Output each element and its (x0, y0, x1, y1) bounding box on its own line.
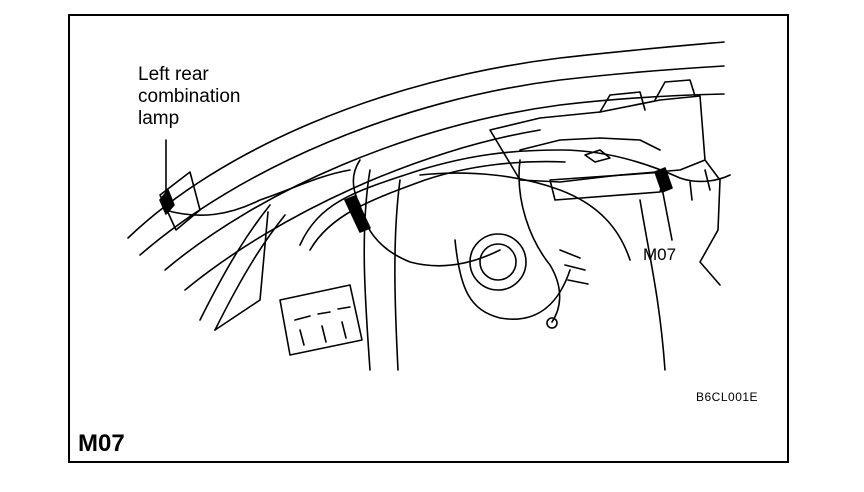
connector-callout: M07 (643, 245, 677, 264)
lamp-callout-line3: lamp (138, 108, 180, 129)
figure-code: B6CL001E (696, 390, 759, 404)
diagram-title: M07 (78, 430, 125, 457)
trunk-arc-3 (164, 93, 725, 271)
wire-2 (309, 160, 566, 251)
trunk-arc-2 (139, 65, 725, 256)
trunk-arc-4 (184, 129, 541, 291)
trunk-arc-outer (127, 41, 725, 239)
harness-clip (546, 317, 558, 329)
connector-leader (661, 187, 673, 241)
floor-panel-left (279, 284, 363, 356)
wire-down (518, 159, 561, 323)
diagram-frame (68, 14, 789, 463)
spare-well (363, 169, 371, 371)
spare-wheel-hub (479, 243, 517, 281)
lamp-callout-line2: combination (138, 86, 241, 107)
lamp-housing (489, 95, 706, 183)
connector-body (549, 171, 666, 201)
lamp-callout-line1: Left rear (138, 64, 209, 85)
lamp-callout: Left rear combination lamp (138, 64, 240, 130)
wire-main (299, 149, 731, 246)
wire-to-lamp (164, 169, 351, 216)
wire-grommet (359, 204, 501, 267)
